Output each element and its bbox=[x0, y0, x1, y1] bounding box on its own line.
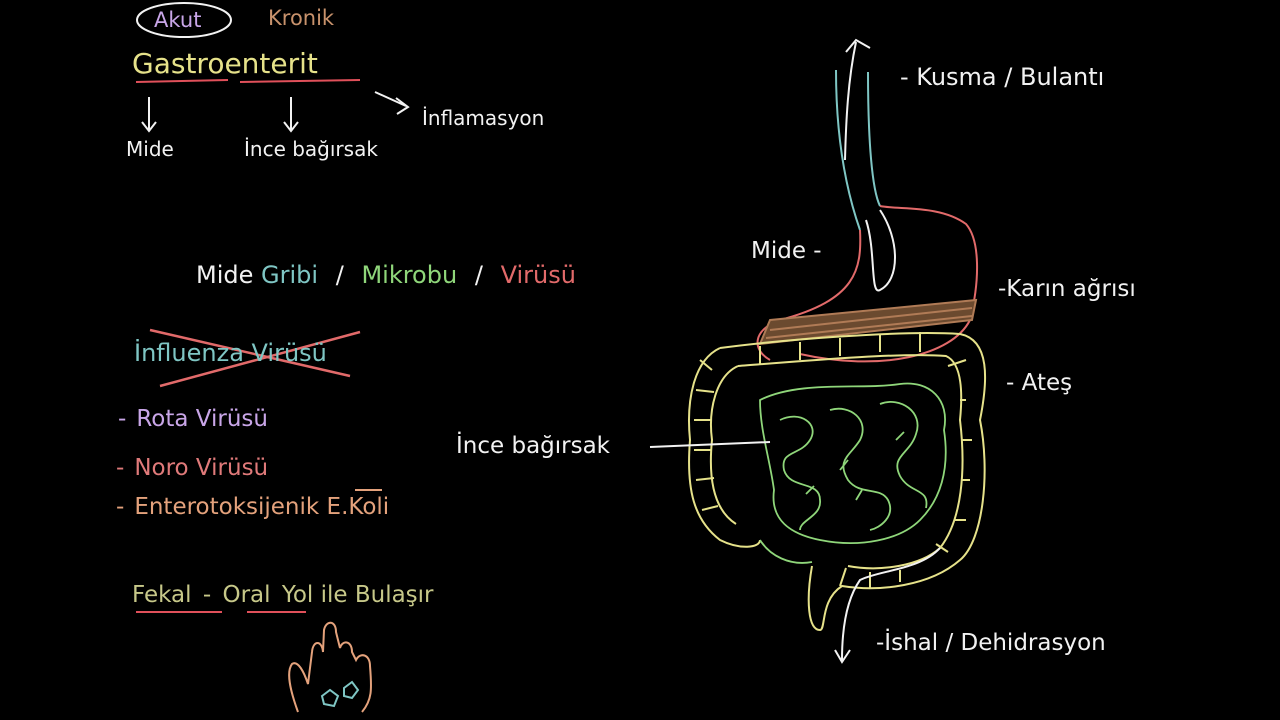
transmission-rest: Yol ile Bulaşır bbox=[281, 582, 434, 608]
cause-ekoli: -Enterotoksijenik E.Koli bbox=[116, 496, 389, 519]
cause-noro: -Noro Virüsü bbox=[116, 457, 268, 480]
symptom-vomit: - Kusma / Bulantı bbox=[900, 63, 1105, 91]
diarrhea-arrow-icon bbox=[834, 547, 941, 664]
kronik-label: Kronik bbox=[268, 6, 335, 30]
cause-label: Enterotoksijenik E.Koli bbox=[134, 494, 390, 520]
page-title: Gastroenterit bbox=[132, 47, 318, 80]
influenza-crossed-label: İnfluenza Virüsü bbox=[134, 339, 327, 367]
down-arrow-icon bbox=[141, 91, 410, 133]
flu-mide: Mide bbox=[196, 261, 254, 289]
symptom-pain: -Karın ağrısı bbox=[998, 276, 1136, 302]
stomach-branch-label: Mide bbox=[126, 137, 174, 161]
enterit-underline bbox=[239, 79, 361, 83]
symptom-fever: - Ateş bbox=[1006, 370, 1073, 396]
germ-icon bbox=[320, 680, 360, 708]
cause-dash: - bbox=[118, 406, 127, 432]
stomach-flu-line: Mide Gribi / Mikrobu / Virüsü bbox=[196, 263, 576, 287]
flu-sep-1: / bbox=[335, 261, 344, 289]
akut-label: Akut bbox=[154, 8, 202, 32]
transmission-line: Fekal - Oral Yol ile Bulaşır bbox=[132, 584, 434, 607]
fekal-label: Fekal bbox=[132, 582, 192, 608]
cause-rota: -Rota Virüsü bbox=[118, 408, 268, 431]
stomach-anatomy-label: Mide - bbox=[751, 238, 822, 264]
small-intestine-anatomy-label: İnce bağırsak bbox=[456, 433, 611, 459]
cause-dash: - bbox=[116, 455, 125, 481]
vomit-arrow-icon bbox=[844, 38, 871, 161]
cross-out-mark bbox=[149, 328, 361, 388]
small-intestine-leader bbox=[649, 441, 771, 448]
large-intestine bbox=[688, 332, 987, 632]
cause-label: Noro Virüsü bbox=[134, 455, 269, 481]
flu-gribi: Gribi bbox=[261, 261, 319, 289]
inflammation-label: İnflamasyon bbox=[422, 106, 545, 130]
flu-sep-2: / bbox=[474, 261, 483, 289]
oral-label: Oral bbox=[222, 582, 271, 608]
gastro-underline bbox=[135, 79, 229, 83]
hand-icon bbox=[288, 621, 372, 713]
small-intestine-branch-label: İnce bağırsak bbox=[244, 137, 378, 161]
akut-circle bbox=[136, 2, 232, 38]
flu-mikrobu: Mikrobu bbox=[361, 261, 458, 289]
cause-dash: - bbox=[116, 494, 125, 520]
small-intestine bbox=[759, 382, 947, 564]
stomach bbox=[756, 205, 979, 363]
cause-label: Rota Virüsü bbox=[136, 406, 268, 432]
esophagus bbox=[835, 69, 881, 231]
symptom-diarrhea: -İshal / Dehidrasyon bbox=[876, 630, 1106, 656]
flu-virusu: Virüsü bbox=[500, 261, 576, 289]
transmission-dash: - bbox=[202, 582, 212, 608]
